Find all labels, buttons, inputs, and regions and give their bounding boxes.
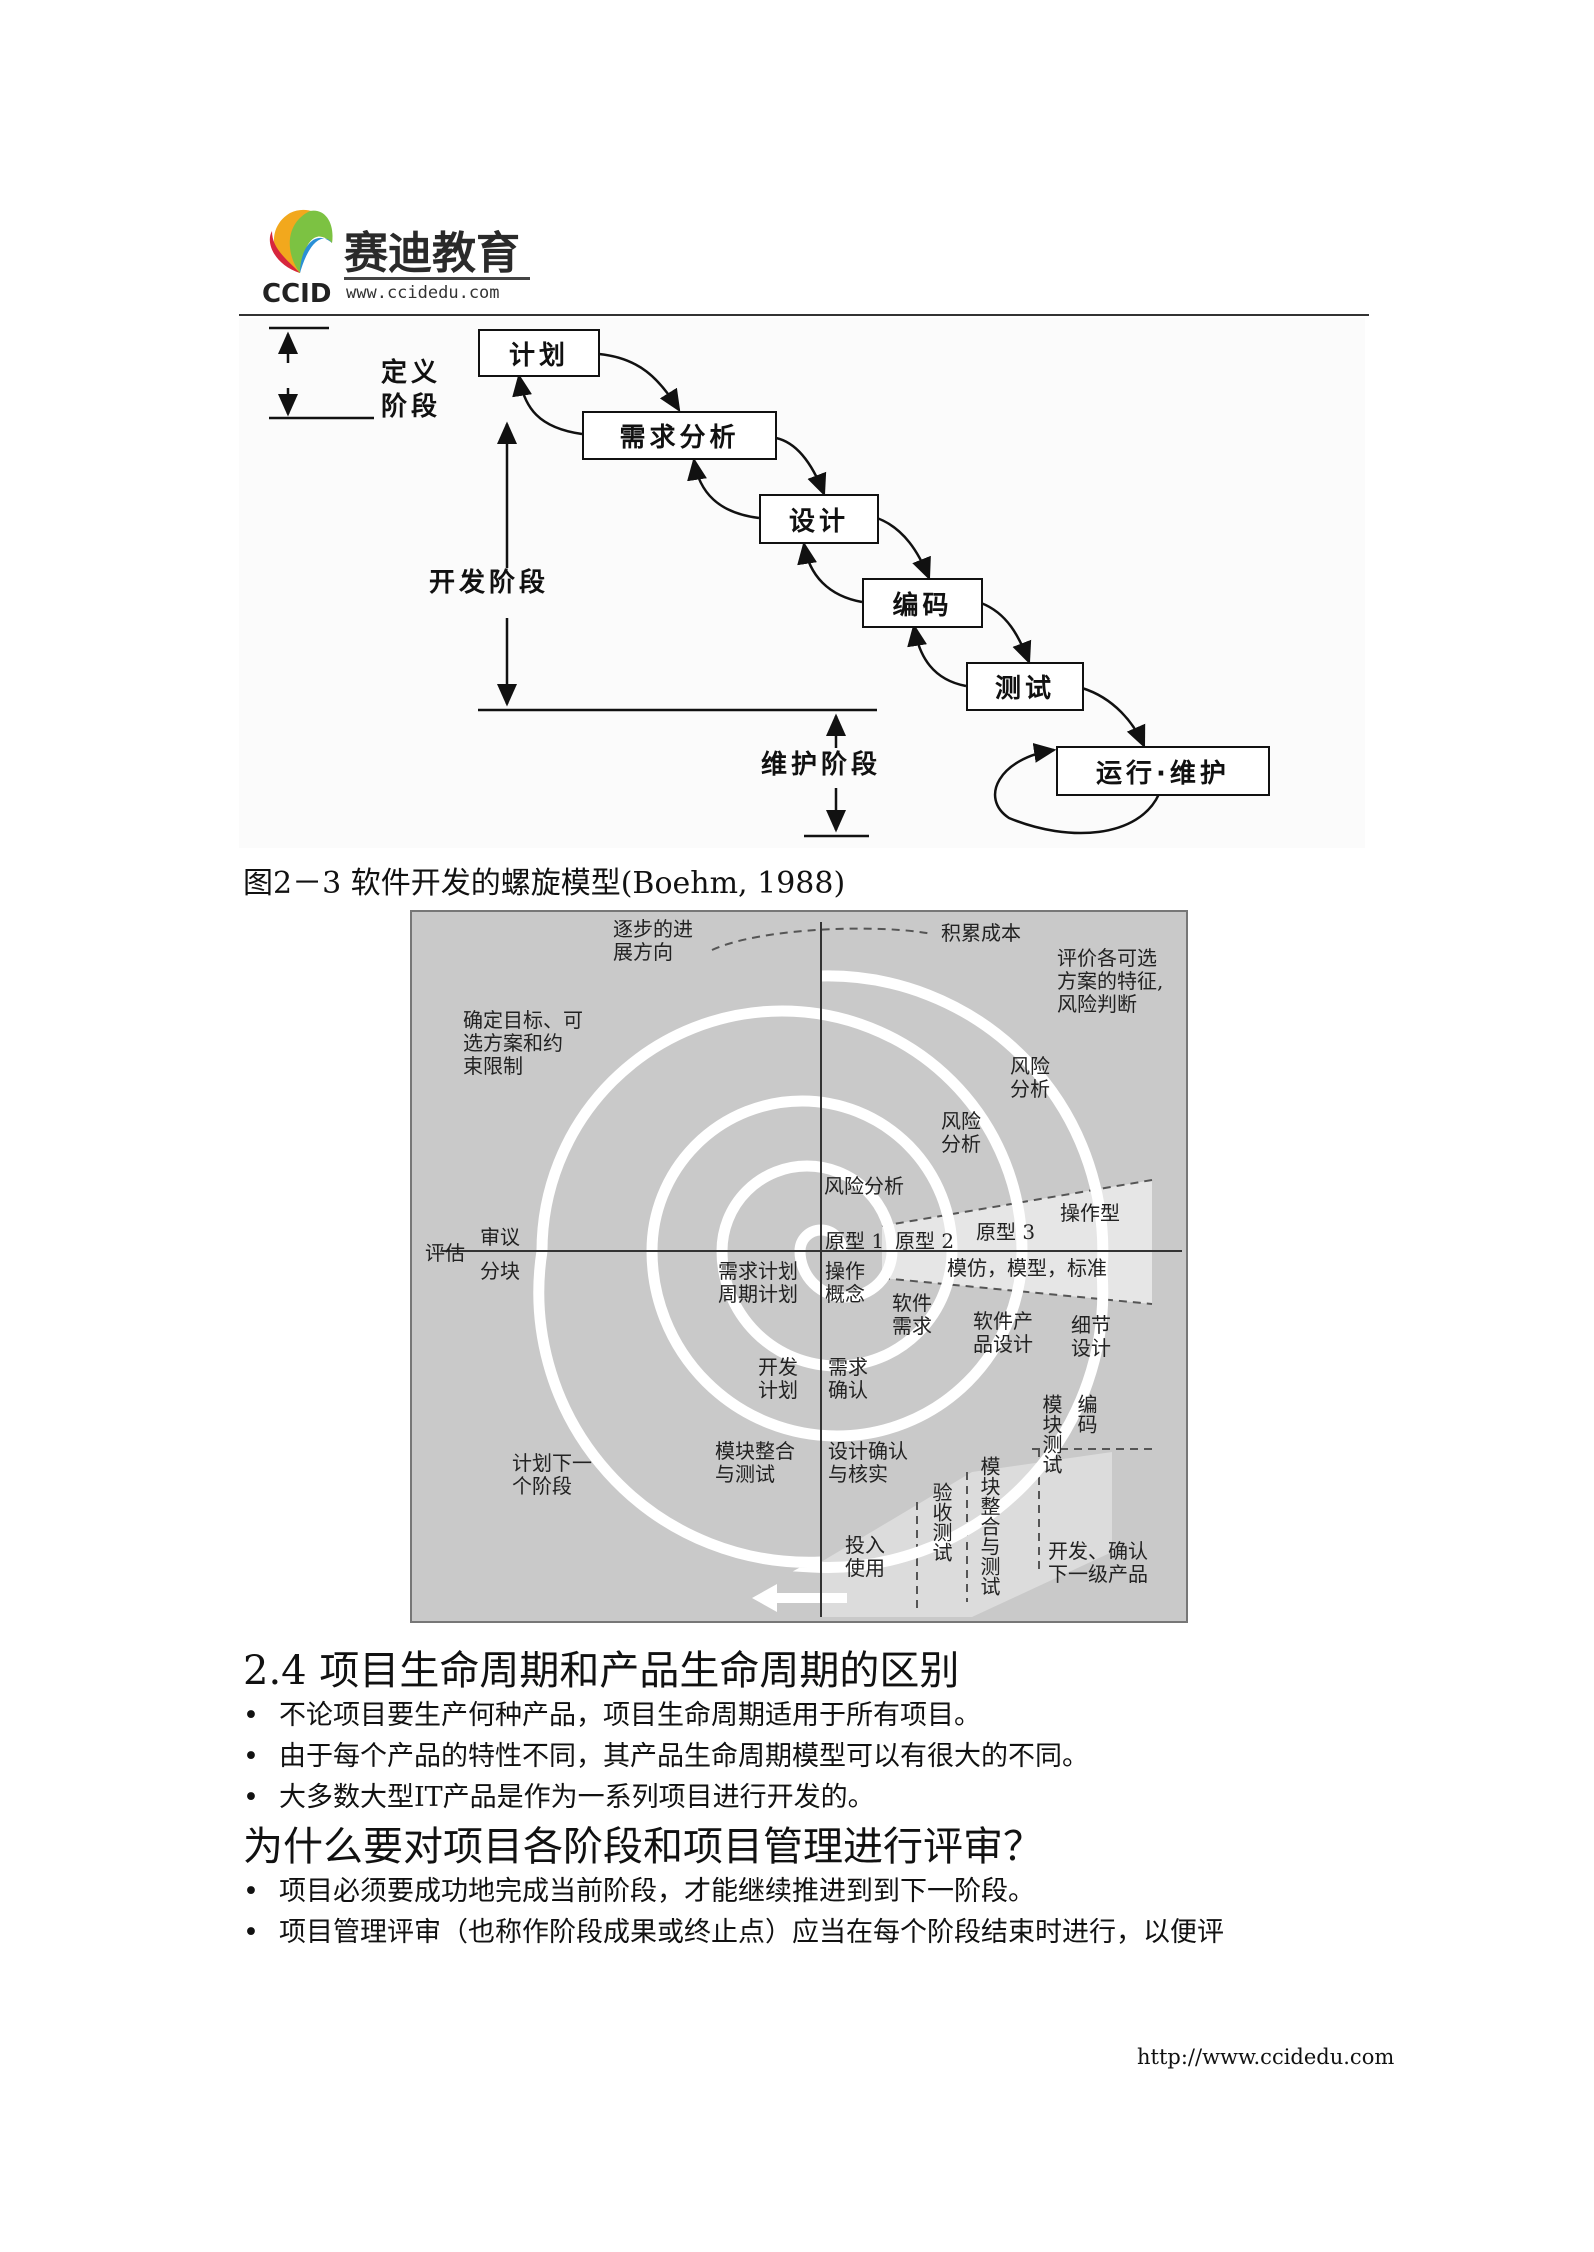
label-sw-req: 软件 需求: [892, 1291, 932, 1338]
spiral-model-figure: 逐步的进 展方向 积累成本 评价各可选 方案的特征, 风险判断 确定目标、可 选…: [410, 910, 1188, 1623]
label-dev-plan: 开发 计划: [758, 1355, 798, 1402]
label-concept: 操作 概念: [825, 1259, 865, 1306]
logo-brand: CCID: [262, 279, 332, 309]
spiral-graphic: [442, 922, 1182, 1617]
label-unit-test: 模块测试: [1039, 1394, 1063, 1474]
label-deploy: 投入 使用: [845, 1533, 885, 1580]
waterfall-arrows: [269, 326, 1161, 838]
waterfall-box-coding: 编码: [862, 578, 983, 628]
label-proto2: 原型 2: [895, 1229, 955, 1253]
ccid-logo: 赛迪教育 CCID www.ccidedu.com: [260, 203, 532, 309]
footer-url: http://www.ccidedu.com: [1137, 2045, 1395, 2069]
waterfall-box-testing: 测试: [966, 662, 1084, 711]
label-risk-mid: 风险 分析: [941, 1109, 981, 1156]
label-operational: 操作型: [1060, 1201, 1120, 1225]
section-heading-review: 为什么要对项目各阶段和项目管理进行评审？: [243, 1824, 1043, 1870]
bullet-item: •由于每个产品的特性不同，其产品生命周期模型可以有很大的不同。: [243, 1741, 1089, 1772]
label-cost: 积累成本: [941, 921, 1021, 945]
label-evaluate: 评价各可选 方案的特征, 风险判断: [1057, 946, 1164, 1016]
label-progress: 逐步的进 展方向: [613, 917, 693, 964]
label-detail-design: 细节 设计: [1071, 1313, 1111, 1360]
label-simulation: 模仿，模型，标准: [947, 1256, 1107, 1280]
label-objectives: 确定目标、可 选方案和约 束限制: [463, 1008, 583, 1078]
logo-chinese: 赛迪教育: [344, 228, 520, 279]
figure-caption: 图2－3 软件开发的螺旋模型(Boehm, 1988): [243, 866, 846, 901]
label-risk-inner: 风险分析: [824, 1174, 904, 1198]
label-next-phase: 计划下一 个阶段: [512, 1451, 592, 1498]
label-req-valid: 需求 确认: [828, 1355, 868, 1402]
waterfall-diagram: 计划 需求分析 设计 编码 测试 运行·维护 定义 阶段 开发阶段 维护阶段: [239, 318, 1365, 848]
label-review: 审议: [480, 1225, 520, 1249]
logo-swirl-icon: [269, 209, 333, 273]
label-product-design: 软件产 品设计: [973, 1309, 1033, 1356]
label-proto3: 原型 3: [976, 1220, 1036, 1244]
bullet-item: •不论项目要生产何种产品，项目生命周期适用于所有项目。: [243, 1700, 981, 1731]
label-proto1: 原型 1: [825, 1229, 885, 1253]
label-integ-test: 模块整合 与测试: [715, 1439, 795, 1486]
label-risk-outer: 风险 分析: [1010, 1054, 1050, 1101]
waterfall-box-operation: 运行·维护: [1056, 746, 1270, 796]
label-partition: 分块: [480, 1259, 520, 1283]
label-code: 编码: [1074, 1394, 1098, 1434]
header-rule: [239, 314, 1369, 316]
bullet-item: •大多数大型IT产品是作为一系列项目进行开发的。: [243, 1782, 875, 1813]
logo-url: www.ccidedu.com: [346, 283, 500, 303]
bullet-item: •项目管理评审（也称作阶段成果或终止点）应当在每个阶段结束时进行，以便评: [243, 1917, 1224, 1948]
bullet-item: •项目必须要成功地完成当前阶段，才能继续推进到到下一阶段。: [243, 1876, 1035, 1907]
waterfall-box-design: 设计: [759, 494, 879, 544]
label-accept-test: 验收测试: [929, 1482, 953, 1562]
waterfall-box-requirements: 需求分析: [582, 411, 777, 460]
label-develop-next: 开发、确认 下一级产品: [1048, 1539, 1148, 1586]
label-req-plan: 需求计划 周期计划: [718, 1259, 798, 1306]
waterfall-box-plan: 计划: [478, 329, 600, 377]
label-design-valid: 设计确认 与核实: [828, 1439, 908, 1486]
stage-maintenance: 维护阶段: [761, 750, 882, 780]
stage-development: 开发阶段: [429, 568, 550, 598]
section-heading-lifecycle: 2.4 项目生命周期和产品生命周期的区别: [243, 1648, 960, 1694]
stage-definition: 定义 阶段: [381, 358, 442, 422]
label-integ-test-2: 模块整合与测试: [977, 1456, 1001, 1596]
label-assess: 评估: [425, 1241, 465, 1265]
